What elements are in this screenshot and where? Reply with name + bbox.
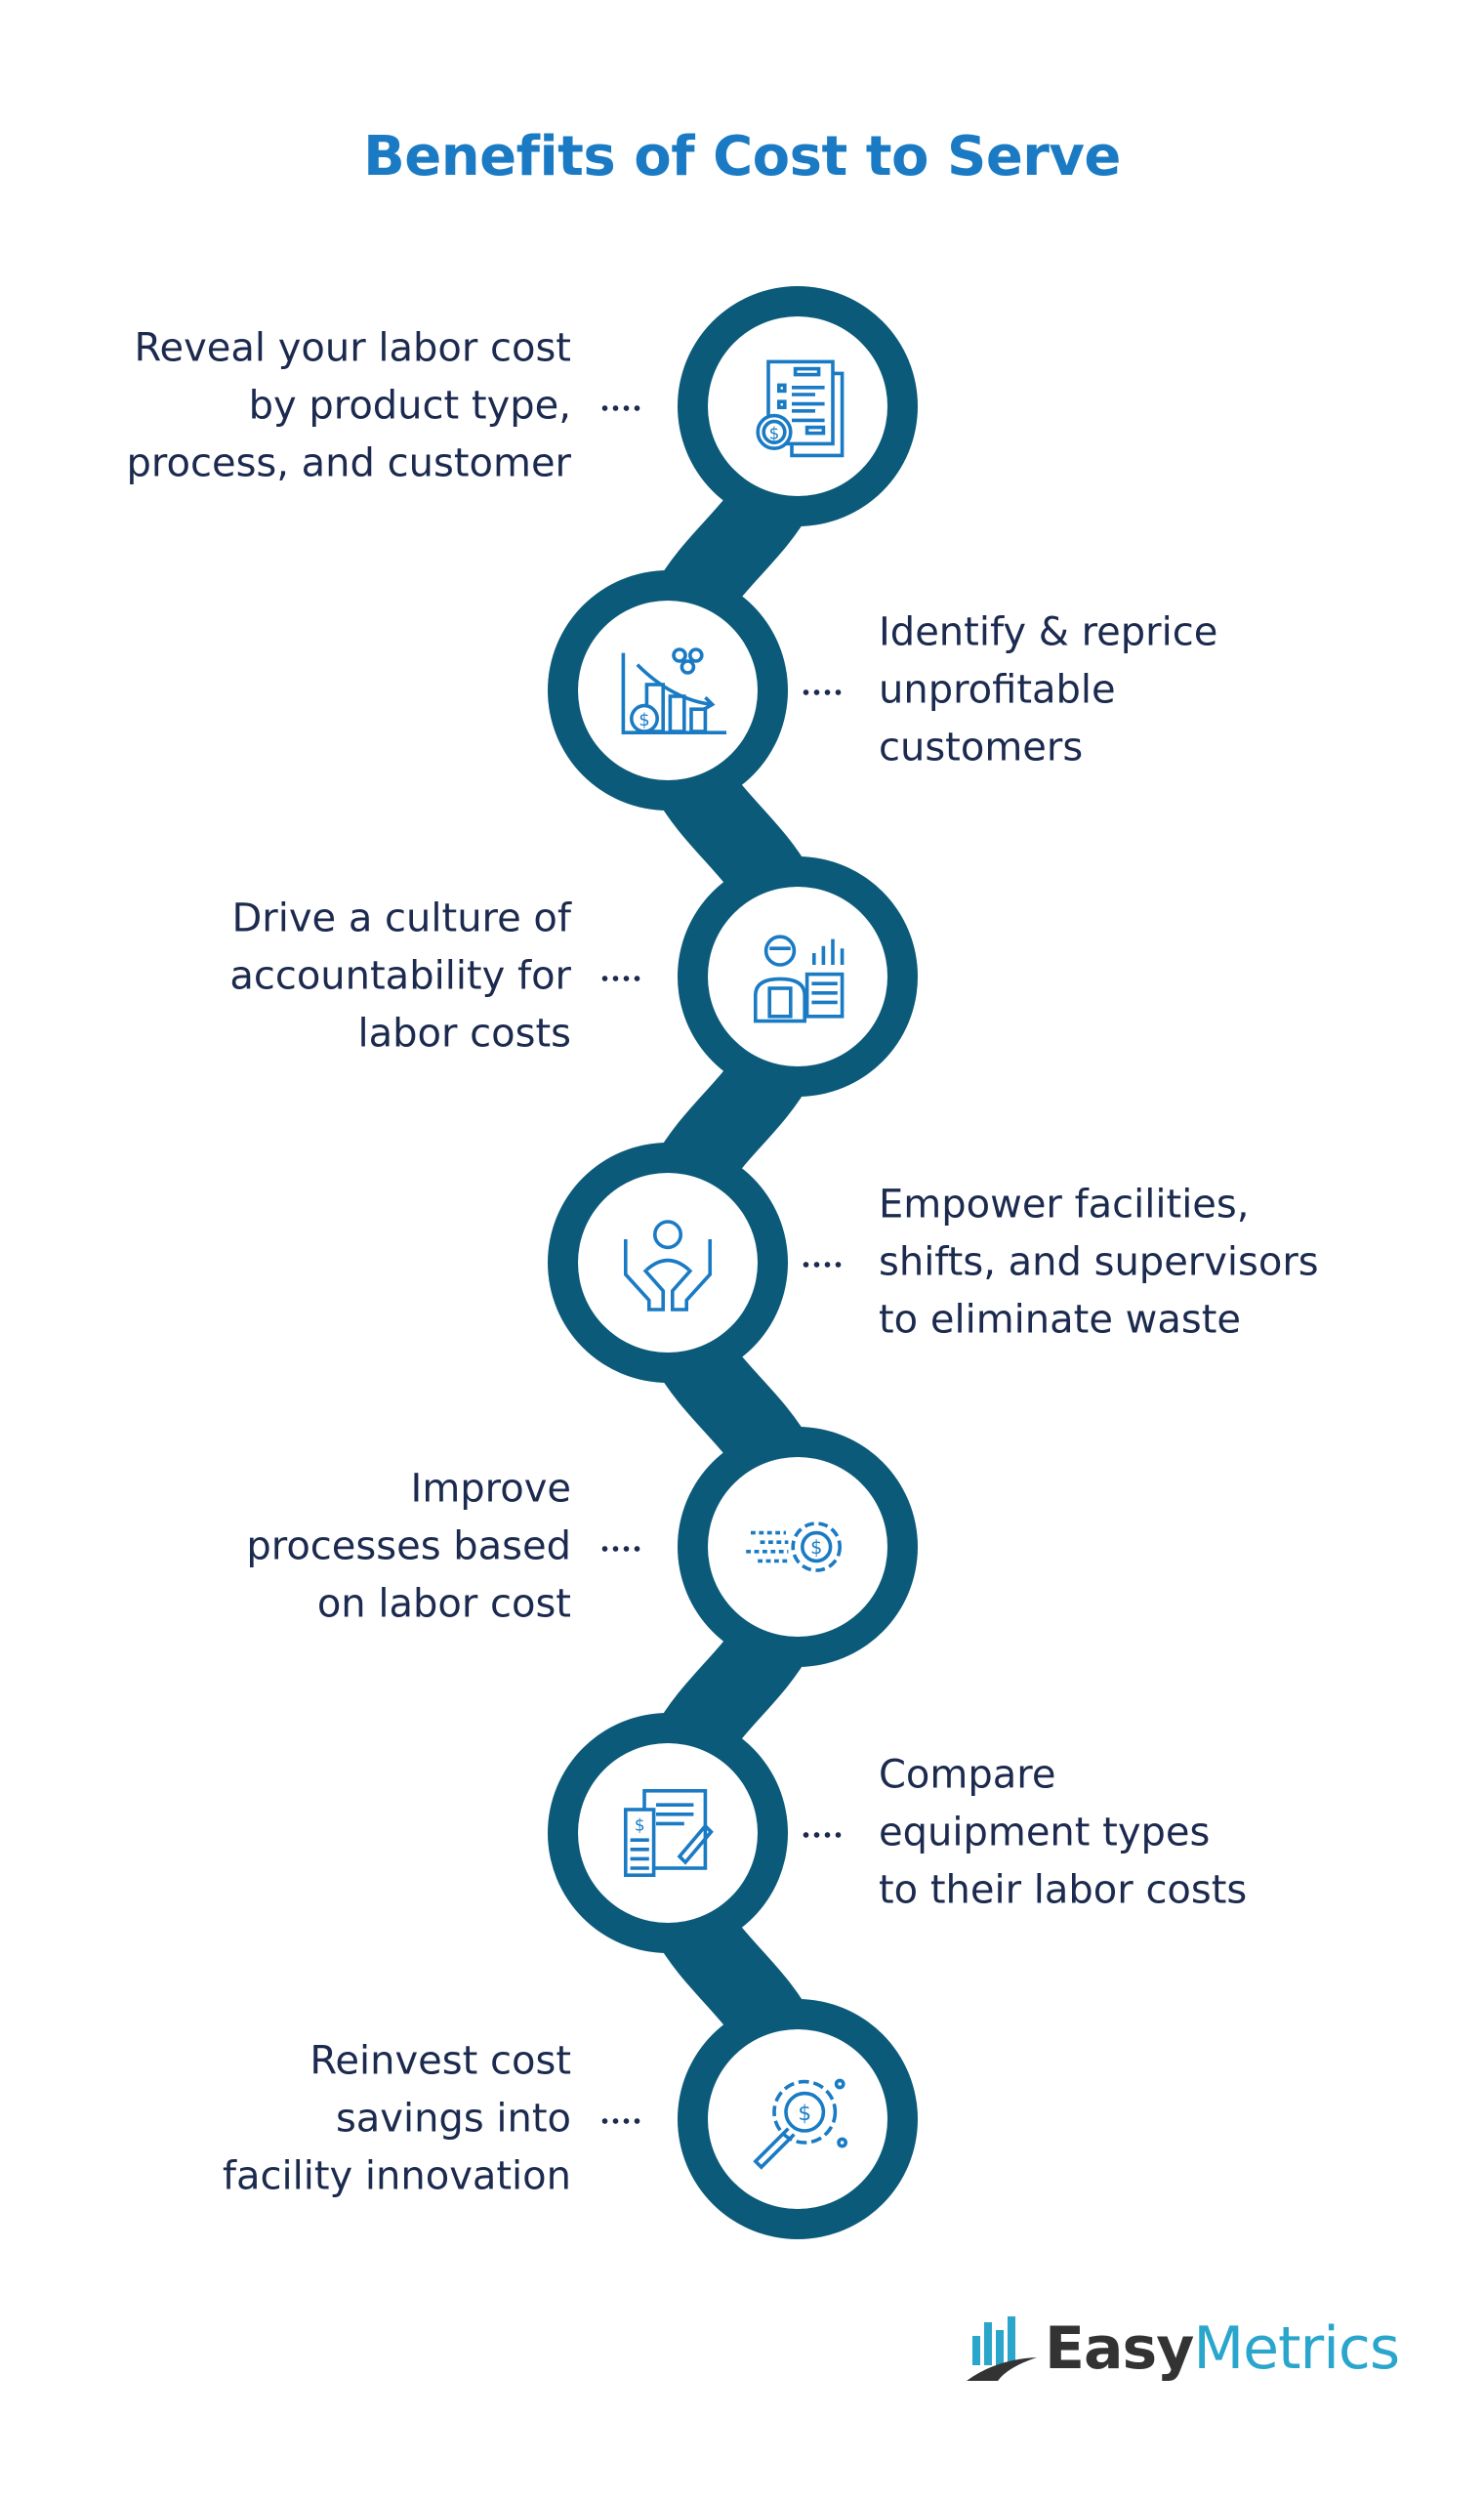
text-line: customers — [879, 725, 1084, 771]
dotted-leader — [599, 405, 642, 411]
dotted-leader — [801, 689, 844, 695]
invoice-dollar-icon: $ — [739, 348, 856, 465]
gear-dollar-speed-icon: $ — [739, 1488, 856, 1605]
chain-ring-inner — [708, 2029, 887, 2209]
benefit-text-7: Reinvest cost savings into facility inno… — [223, 2033, 571, 2206]
text-line: Reinvest cost — [309, 2038, 571, 2084]
svg-text:$: $ — [810, 1536, 822, 1559]
benefit-text-5: Improve processes based on labor cost — [246, 1461, 571, 1634]
text-line: equipment types — [879, 1810, 1211, 1855]
text-line: facility innovation — [222, 2153, 571, 2199]
dotted-leader — [599, 1546, 642, 1552]
benefit-text-4: Empower facilities, shifts, and supervis… — [879, 1177, 1319, 1350]
text-line: to eliminate waste — [879, 1297, 1242, 1343]
text-line: Reveal your labor cost — [134, 325, 571, 371]
magnifier-dollar-gear-icon: $ — [739, 2061, 856, 2178]
dotted-leader — [801, 1832, 844, 1838]
logo-text-metrics: Metrics — [1193, 2314, 1400, 2383]
manager-calculator-icon — [739, 918, 856, 1035]
svg-text:$: $ — [635, 1815, 645, 1835]
text-line: on labor cost — [316, 1581, 571, 1627]
benefit-text-1: Reveal your labor cost by product type, … — [127, 320, 571, 493]
dotted-leader — [801, 1262, 844, 1268]
hands-person-icon — [609, 1204, 726, 1321]
text-line: unprofitable — [879, 667, 1116, 713]
svg-text:$: $ — [769, 424, 780, 443]
text-line: Identify & reprice — [879, 609, 1218, 655]
text-line: accountability for — [229, 953, 571, 999]
text-line: shifts, and supervisors — [879, 1239, 1319, 1285]
text-line: labor costs — [357, 1011, 571, 1057]
page-title: Benefits of Cost to Serve — [363, 125, 1121, 188]
chain-ring-inner — [708, 887, 887, 1066]
text-line: Compare — [879, 1752, 1056, 1798]
svg-text:$: $ — [639, 710, 649, 730]
svg-text:$: $ — [798, 2102, 811, 2126]
text-line: processes based — [246, 1523, 571, 1569]
text-line: to their labor costs — [879, 1867, 1248, 1913]
chain-ring-inner — [578, 1743, 758, 1923]
text-line: by product type, — [248, 383, 571, 429]
logo-text-easy: Easy — [1045, 2314, 1194, 2383]
dotted-leader — [599, 976, 642, 981]
dotted-leader — [599, 2118, 642, 2124]
text-line: process, and customer — [126, 440, 571, 486]
chain-ring-inner — [578, 1173, 758, 1353]
text-line: Empower facilities, — [879, 1182, 1250, 1228]
text-line: Drive a culture of — [231, 896, 571, 941]
text-line: Improve — [410, 1466, 571, 1512]
chain-ring-inner — [708, 1457, 887, 1637]
benefit-text-3: Drive a culture of accountability for la… — [229, 891, 571, 1063]
text-line: savings into — [335, 2096, 571, 2142]
benefit-text-2: Identify & reprice unprofitable customer… — [879, 604, 1217, 777]
logo-bars-icon — [967, 2316, 1037, 2381]
declining-chart-customers-icon: $ — [609, 632, 726, 749]
document-calculator-icon: $ — [609, 1774, 726, 1892]
benefit-text-6: Compare equipment types to their labor c… — [879, 1747, 1247, 1920]
